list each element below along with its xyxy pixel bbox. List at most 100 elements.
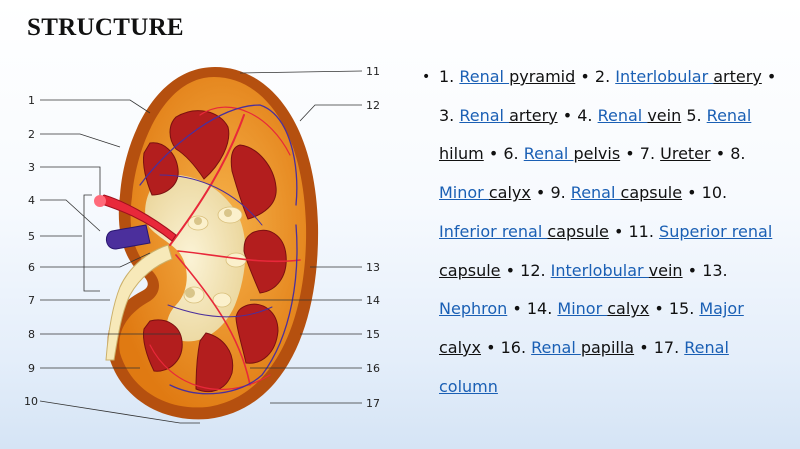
minor-calyx bbox=[212, 292, 232, 308]
item-number: 10. bbox=[701, 183, 728, 203]
pyramid bbox=[169, 110, 230, 180]
item-number: 3. bbox=[439, 105, 460, 125]
pyramid bbox=[143, 319, 183, 372]
kidney-illustration: 1 2 3 4 5 6 7 8 9 10 11 12 13 14 15 16 1… bbox=[24, 65, 380, 424]
pyramid bbox=[235, 303, 279, 364]
structure-term-link[interactable]: capsule bbox=[439, 260, 501, 280]
item-number: 7. bbox=[639, 144, 661, 164]
structure-link[interactable]: Renal bbox=[523, 144, 574, 164]
structure-link[interactable]: Renal bbox=[531, 337, 581, 357]
callout-number-8: 8 bbox=[28, 328, 35, 341]
slide-title: STRUCTURE bbox=[27, 14, 184, 41]
item-number: 12. bbox=[520, 260, 551, 280]
item-separator: • bbox=[575, 67, 595, 86]
structure-term-link[interactable]: capsule bbox=[620, 183, 683, 203]
item-separator: • bbox=[710, 144, 731, 164]
structure-link[interactable]: Renal bbox=[570, 183, 621, 203]
callout-line-10 bbox=[39, 400, 200, 424]
item-separator: • bbox=[480, 337, 501, 357]
bullet-marker: • bbox=[422, 69, 431, 85]
structure-term-link[interactable]: hilum bbox=[439, 144, 484, 164]
structure-link[interactable]: Renal bbox=[459, 105, 510, 125]
structure-term-link[interactable]: vein bbox=[647, 105, 682, 125]
hilum-bracket bbox=[83, 194, 100, 292]
structure-list-text: 1. Renal pyramid • 2. Interlobular arter… bbox=[422, 58, 782, 406]
item-separator: • bbox=[500, 260, 521, 280]
structure-term-link[interactable]: Ureter bbox=[660, 144, 711, 164]
pyramid bbox=[195, 332, 234, 393]
item-separator: • bbox=[649, 299, 669, 319]
structure-link[interactable]: Interlobular bbox=[550, 260, 649, 280]
item-number: 5. bbox=[686, 105, 707, 125]
structure-term-link[interactable]: pelvis bbox=[573, 144, 621, 164]
callout-number-1: 1 bbox=[28, 94, 35, 107]
structure-term-link[interactable]: capsule bbox=[547, 221, 609, 241]
interlobular-artery bbox=[199, 106, 291, 156]
structure-link[interactable]: Inferior renal bbox=[439, 221, 548, 241]
structure-link[interactable]: Interlobular bbox=[615, 67, 714, 86]
structure-link[interactable]: Renal bbox=[459, 67, 510, 86]
structure-term-link[interactable]: vein bbox=[648, 260, 683, 280]
callout-line-11 bbox=[239, 70, 363, 74]
item-number: 14. bbox=[526, 299, 558, 319]
item-separator: • bbox=[682, 183, 702, 203]
callout-number-10: 10 bbox=[24, 395, 38, 408]
structure-link[interactable]: Renal bbox=[706, 105, 752, 125]
renal-papilla bbox=[224, 209, 232, 217]
callout-number-11: 11 bbox=[366, 65, 380, 78]
callout-line-1 bbox=[40, 99, 151, 114]
papillae bbox=[185, 209, 232, 298]
interlobular-vein bbox=[139, 104, 298, 206]
callout-number-13: 13 bbox=[366, 261, 380, 274]
structure-term-link[interactable]: calyx bbox=[607, 299, 650, 319]
structure-link[interactable]: Minor bbox=[557, 299, 608, 319]
pyramid bbox=[230, 144, 277, 220]
interlobular-vein bbox=[159, 174, 263, 226]
renal-artery-tip bbox=[94, 195, 106, 207]
callout-number-16: 16 bbox=[366, 362, 380, 375]
pyramid bbox=[143, 142, 179, 196]
structure-link[interactable]: Minor bbox=[439, 183, 489, 203]
structure-term-link[interactable]: calyx bbox=[439, 337, 481, 357]
item-separator: • bbox=[483, 144, 504, 164]
item-number: 9. bbox=[550, 183, 571, 203]
structure-term-link[interactable]: artery bbox=[509, 105, 558, 125]
callout-number-6: 6 bbox=[28, 261, 35, 274]
structure-link[interactable]: Renal bbox=[597, 105, 648, 125]
callout-numbers: 1 2 3 4 5 6 7 8 9 10 11 12 13 14 15 16 1… bbox=[24, 65, 380, 410]
callout-number-14: 14 bbox=[366, 294, 380, 307]
callout-line-6 bbox=[40, 252, 151, 268]
interlobular-artery bbox=[177, 250, 301, 263]
renal-papilla bbox=[194, 217, 202, 225]
structure-link[interactable]: Renal column bbox=[439, 337, 729, 396]
callout-lines bbox=[39, 70, 363, 424]
structure-term-link[interactable]: pyramid bbox=[509, 67, 576, 86]
callout-number-5: 5 bbox=[28, 230, 35, 243]
item-separator: • bbox=[530, 183, 551, 203]
interlobular-artery bbox=[149, 344, 271, 390]
vessel-network bbox=[139, 104, 301, 395]
structure-link[interactable]: Superior renal bbox=[659, 221, 773, 241]
callout-number-15: 15 bbox=[366, 328, 380, 341]
callout-number-12: 12 bbox=[366, 99, 380, 112]
structure-link[interactable]: Major bbox=[699, 299, 744, 319]
callout-number-17: 17 bbox=[366, 397, 380, 410]
structure-term-link[interactable]: papilla bbox=[580, 337, 635, 357]
callout-line-2 bbox=[40, 133, 121, 148]
renal-papilla bbox=[185, 288, 195, 298]
structure-list: • 1. Renal pyramid • 2. Interlobular art… bbox=[422, 58, 782, 406]
structure-term-link[interactable]: calyx bbox=[488, 183, 531, 203]
item-number: 13. bbox=[702, 260, 728, 280]
item-number: 16. bbox=[500, 337, 532, 357]
callout-number-3: 3 bbox=[28, 161, 35, 174]
callout-line-3 bbox=[40, 166, 101, 195]
interlobular-artery bbox=[169, 114, 245, 246]
callout-line-4 bbox=[40, 199, 101, 232]
structure-term-link[interactable]: artery bbox=[713, 67, 762, 86]
item-separator: • bbox=[620, 144, 640, 164]
kidney-diagram: 1 2 3 4 5 6 7 8 9 10 11 12 13 14 15 16 1… bbox=[0, 55, 400, 449]
structure-link[interactable]: Nephron bbox=[439, 299, 508, 319]
item-separator: • bbox=[507, 299, 527, 319]
callout-number-2: 2 bbox=[28, 128, 35, 141]
interlobular-vein bbox=[169, 224, 298, 395]
